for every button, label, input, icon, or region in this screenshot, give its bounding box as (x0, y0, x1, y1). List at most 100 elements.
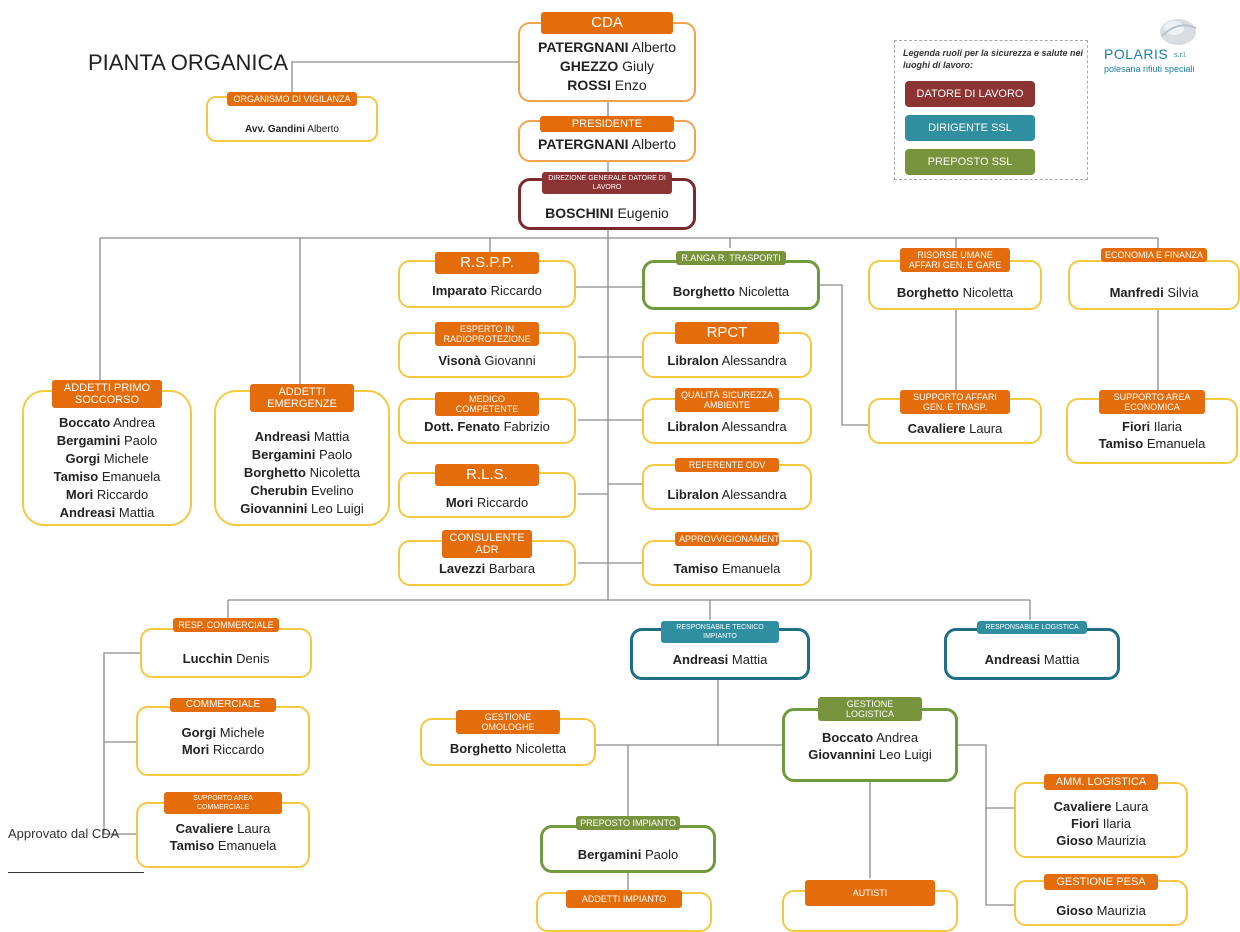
node-esperto-label: ESPERTO IN RADIOPROTEZIONE (435, 322, 539, 346)
node-supporto-affari: SUPPORTO AFFARI GEN. E TRASP. Cavaliere … (868, 390, 1042, 444)
node-qualita: QUALITÀ SICUREZZA AMBIENTE Libralon Ales… (642, 388, 812, 444)
node-rspp-people: Imparato Riccardo (432, 283, 542, 298)
node-resp-commerciale: RESP. COMMERCIALE Lucchin Denis (140, 618, 312, 678)
node-referente: REFERENTE ODV Libralon Alessandra (642, 458, 812, 510)
node-supporto-economico: SUPPORTO AREA ECONOMICA Fiori Ilaria Tam… (1066, 390, 1238, 464)
node-preposto-impianto-people: Bergamini Paolo (577, 847, 679, 862)
node-direzione-people: BOSCHINI Eugenio (545, 205, 669, 221)
logo-tagline: polesana rifiuti speciali (1104, 64, 1195, 74)
legend: Legenda ruoli per la sicurezza e salute … (894, 40, 1088, 180)
node-odv: ORGANISMO DI VIGILANZA Avv. Gandini Albe… (206, 92, 378, 142)
node-referente-label: REFERENTE ODV (675, 458, 779, 472)
node-odv-label: ORGANISMO DI VIGILANZA (227, 92, 357, 106)
node-resp-tecnico-label: RESPONSABILE TECNICO IMPIANTO (661, 621, 779, 643)
node-risorse-umane: RISORSE UMANE AFFARI GEN. E GARE Borghet… (868, 248, 1042, 310)
node-ranga-people: Borghetto Nicoletta (672, 284, 790, 299)
node-resp-commerciale-people: Lucchin Denis (182, 651, 270, 666)
approved-by-cda: Approvato dal CDA (8, 826, 120, 841)
node-resp-logistica-people: Andreasi Mattia (984, 652, 1080, 667)
node-primo-soccorso-label: ADDETTI PRIMO SOCCORSO (52, 380, 162, 408)
node-approvvigionamenti: APPROVVIGIONAMENTI Tamiso Emanuela (642, 532, 812, 586)
logo-suffix: s.r.l. (1174, 52, 1187, 59)
node-emergenze-label: ADDETTI EMERGENZE (250, 384, 354, 412)
node-resp-logistica: RESPONSABILE LOGISTICA Andreasi Mattia (944, 621, 1120, 680)
node-gestione-logistica: GESTIONE LOGISTICA Boccato Andrea Giovan… (782, 697, 958, 782)
node-ranga: R.ANGA R. TRASPORTI Borghetto Nicoletta (642, 251, 820, 310)
legend-dirigente: DIRIGENTE SSL (905, 115, 1035, 141)
node-supporto-economico-label: SUPPORTO AREA ECONOMICA (1099, 390, 1205, 414)
node-supporto-commerciale-people: Cavaliere Laura Tamiso Emanuela (169, 821, 277, 853)
node-emergenze-people: Andreasi Mattia Bergamini Paolo Borghett… (240, 429, 364, 516)
node-supporto-economico-people: Fiori Ilaria Tamiso Emanuela (1098, 419, 1206, 451)
node-medico: MEDICO COMPETENTE Dott. Fenato Fabrizio (398, 392, 576, 444)
node-approvvigionamenti-label: APPROVVIGIONAMENTI (675, 532, 782, 546)
node-medico-label: MEDICO COMPETENTE (435, 392, 539, 416)
node-approvvigionamenti-people: Tamiso Emanuela (673, 561, 781, 576)
node-autisti-label: AUTISTI (805, 880, 935, 906)
node-preposto-impianto-label: PREPOSTO IMPIANTO (576, 816, 680, 830)
node-odv-people: Avv. Gandini Alberto (245, 124, 339, 135)
node-autisti: AUTISTI (782, 880, 958, 932)
node-qualita-label: QUALITÀ SICUREZZA AMBIENTE (675, 388, 779, 412)
node-medico-people: Dott. Fenato Fabrizio (424, 419, 550, 434)
node-direzione-label: DIREZIONE GENERALE DATORE DI LAVORO (542, 172, 672, 194)
node-rls-label: R.L.S. (435, 464, 539, 486)
legend-preposto: PREPOSTO SSL (905, 149, 1035, 175)
node-supporto-affari-people: Cavaliere Laura (907, 421, 1003, 436)
node-adr-people: Lavezzi Barbara (438, 561, 536, 576)
polaris-logo-graphic (1160, 19, 1197, 45)
node-presidente-label: PRESIDENTE (540, 116, 674, 132)
node-commerciale-label: COMMERCIALE (170, 698, 276, 712)
node-rls-people: Mori Riccardo (445, 495, 529, 510)
node-resp-tecnico-people: Andreasi Mattia (672, 652, 768, 667)
node-rpct-people: Libralon Alessandra (667, 353, 787, 368)
node-commerciale-people: Gorgi Michele Mori Riccardo (181, 725, 265, 757)
node-omologhe-people: Borghetto Nicoletta (449, 741, 567, 756)
node-resp-tecnico: RESPONSABILE TECNICO IMPIANTO Andreasi M… (630, 621, 810, 680)
node-addetti-impianto-label: ADDETTI IMPIANTO (566, 890, 682, 908)
node-rpct-label: RPCT (675, 322, 779, 344)
logo-name: POLARIS (1104, 46, 1169, 62)
node-addetti-impianto: ADDETTI IMPIANTO (536, 890, 712, 932)
node-economia: ECONOMIA E FINANZA Manfredi Silvia (1068, 248, 1240, 310)
node-economia-label: ECONOMIA E FINANZA (1101, 248, 1207, 262)
node-amm-logistica-label: AMM. LOGISTICA (1044, 774, 1158, 790)
node-gestione-pesa-people: Gioso Maurizia (1056, 903, 1146, 918)
legend-datore: DATORE DI LAVORO (905, 81, 1035, 107)
node-primo-soccorso-people: Boccato Andrea Bergamini Paolo Gorgi Mic… (53, 415, 161, 520)
node-esperto: ESPERTO IN RADIOPROTEZIONE Visonà Giovan… (398, 322, 576, 378)
node-cda-people: PATERGNANI Alberto GHEZZO Giuly ROSSI En… (538, 39, 676, 93)
node-risorse-umane-people: Borghetto Nicoletta (896, 285, 1014, 300)
legend-title: Legenda ruoli per la sicurezza e salute … (903, 48, 1084, 70)
node-cda: CDA PATERGNANI Alberto GHEZZO Giuly ROSS… (518, 12, 696, 102)
node-economia-people: Manfredi Silvia (1109, 285, 1199, 300)
node-presidente: PRESIDENTE PATERGNANI Alberto (518, 116, 696, 162)
node-amm-logistica: AMM. LOGISTICA Cavaliere Laura Fiori Ila… (1014, 774, 1188, 858)
node-ranga-label: R.ANGA R. TRASPORTI (676, 251, 786, 265)
node-rpct: RPCT Libralon Alessandra (642, 322, 812, 378)
node-rls: R.L.S. Mori Riccardo (398, 464, 576, 518)
node-adr-label: CONSULENTE ADR (442, 530, 532, 558)
node-referente-people: Libralon Alessandra (667, 487, 787, 502)
node-emergenze: ADDETTI EMERGENZE Andreasi Mattia Bergam… (214, 384, 390, 526)
node-esperto-people: Visonà Giovanni (438, 353, 536, 368)
node-risorse-umane-label: RISORSE UMANE AFFARI GEN. E GARE (900, 248, 1010, 272)
node-rspp-label: R.S.P.P. (435, 252, 539, 274)
node-presidente-people: PATERGNANI Alberto (538, 136, 676, 152)
node-supporto-commerciale: SUPPORTO AREA COMMERCIALE Cavaliere Laur… (136, 792, 310, 868)
node-adr: CONSULENTE ADR Lavezzi Barbara (398, 530, 576, 586)
node-preposto-impianto: PREPOSTO IMPIANTO Bergamini Paolo (540, 816, 716, 873)
node-amm-logistica-people: Cavaliere Laura Fiori Ilaria Gioso Mauri… (1053, 799, 1149, 848)
node-cda-label: CDA (541, 12, 673, 34)
node-supporto-commerciale-label: SUPPORTO AREA COMMERCIALE (164, 792, 282, 814)
node-resp-commerciale-label: RESP. COMMERCIALE (173, 618, 279, 632)
node-direzione: DIREZIONE GENERALE DATORE DI LAVORO BOSC… (518, 172, 696, 230)
node-commerciale: COMMERCIALE Gorgi Michele Mori Riccardo (136, 698, 310, 776)
node-qualita-people: Libralon Alessandra (667, 419, 787, 434)
node-gestione-logistica-label: GESTIONE LOGISTICA (818, 697, 922, 721)
signature-line (8, 872, 144, 873)
node-supporto-affari-label: SUPPORTO AFFARI GEN. E TRASP. (900, 390, 1010, 414)
node-gestione-pesa: GESTIONE PESA Gioso Maurizia (1014, 874, 1188, 926)
page-title: PIANTA ORGANICA (88, 50, 289, 75)
